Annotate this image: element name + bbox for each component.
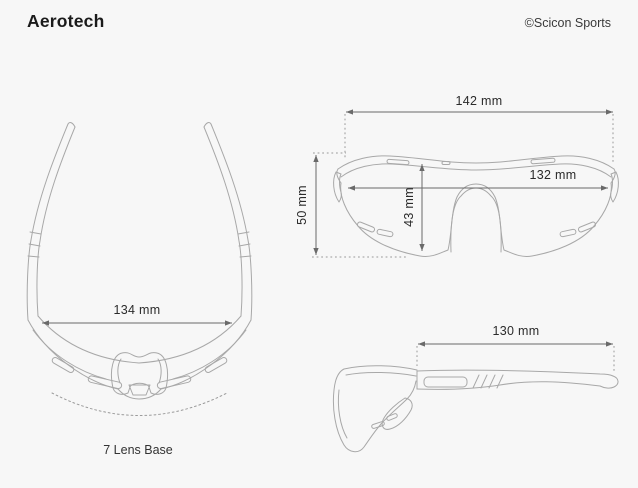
- side-view-drawing: [332, 365, 619, 453]
- dim-label-134mm: 134 mm: [113, 303, 161, 317]
- lens-base-caption: 7 Lens Base: [103, 443, 173, 457]
- top-view-drawing: [26, 122, 253, 416]
- dim-line-142: [344, 109, 614, 162]
- front-view-drawing: [333, 155, 619, 257]
- dim-label-43mm: 43 mm: [402, 187, 416, 227]
- dim-label-142mm: 142 mm: [455, 94, 503, 108]
- brand-copyright: ©Scicon Sports: [524, 16, 611, 30]
- dim-line-50: [312, 152, 408, 258]
- dim-label-50mm: 50 mm: [295, 185, 309, 225]
- lens-base-arc: [51, 392, 228, 416]
- dim-label-132mm: 132 mm: [529, 168, 577, 182]
- product-title: Aerotech: [27, 11, 105, 31]
- dim-label-130mm: 130 mm: [492, 324, 540, 338]
- dim-line-130: [416, 341, 615, 372]
